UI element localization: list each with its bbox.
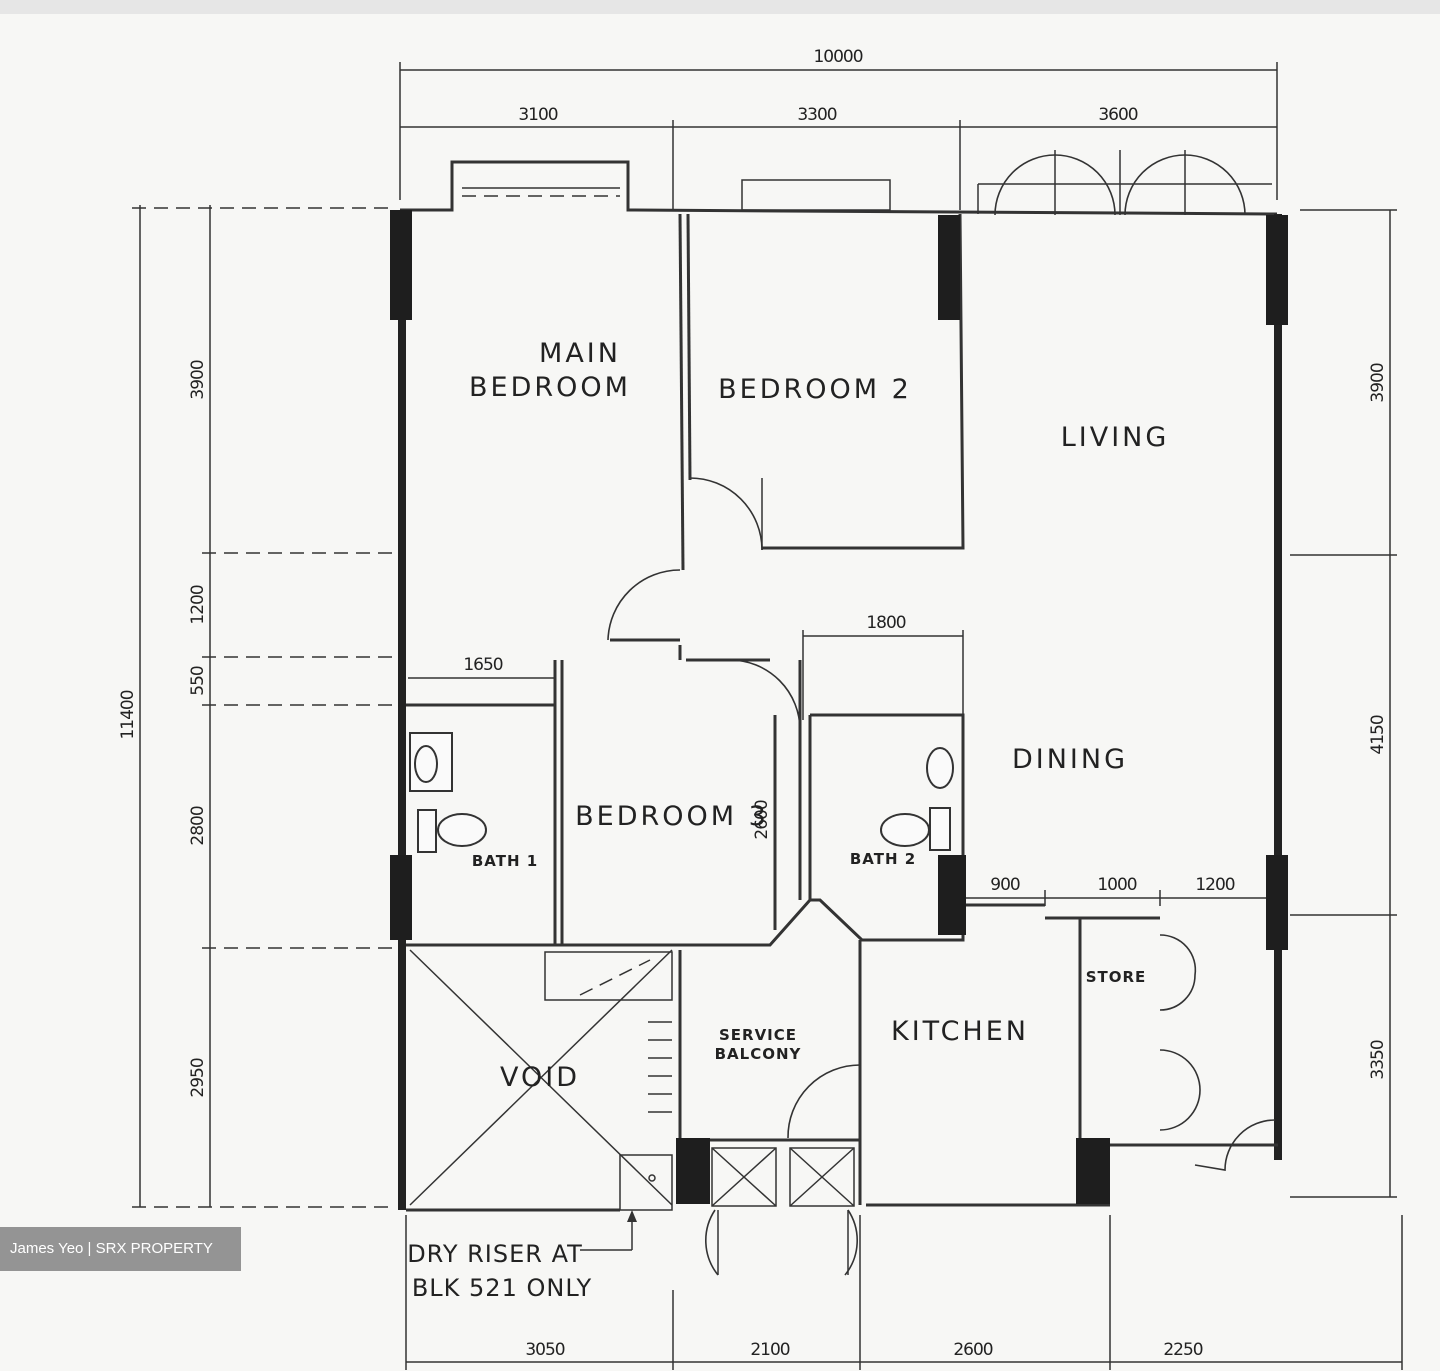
dim-kitchen-c: 1200 (1195, 875, 1234, 895)
dim-bottom-1: 3050 (525, 1340, 564, 1360)
bath1-toilet (417, 809, 437, 853)
dim-bedroom3-depth: 2600 (752, 800, 772, 839)
walls (398, 160, 1282, 1212)
label-living: LIVING (1061, 422, 1170, 453)
label-main-bedroom-1: MAIN (539, 338, 621, 369)
bath2-basin (926, 747, 954, 789)
dim-bottom-2: 2100 (750, 1340, 789, 1360)
label-main-bedroom-2: BEDROOM (469, 372, 631, 403)
label-void: VOID (500, 1062, 580, 1093)
top-strip (0, 0, 1440, 14)
dim-left-1: 3900 (188, 360, 208, 399)
columns (390, 210, 1288, 1204)
note-dry-riser-2: BLK 521 ONLY (412, 1274, 592, 1302)
dim-left-4: 2800 (188, 806, 208, 845)
bath-fixtures (409, 732, 954, 853)
dim-right-3: 3350 (1368, 1040, 1388, 1079)
dim-left-5: 2950 (188, 1058, 208, 1097)
dim-right-2: 4150 (1368, 715, 1388, 754)
note-dry-riser-1: DRY RISER AT (407, 1240, 583, 1268)
doors (607, 150, 1276, 1276)
label-kitchen: KITCHEN (891, 1016, 1029, 1047)
dim-dining-width: 1800 (866, 613, 905, 633)
label-store: STORE (1086, 968, 1147, 986)
dim-left-total: 11400 (118, 690, 138, 739)
dim-left-3: 550 (188, 666, 208, 696)
label-bedroom-2: BEDROOM 2 (718, 374, 912, 405)
dim-left-2: 1200 (188, 585, 208, 624)
label-service-balcony-1: SERVICE (719, 1026, 797, 1044)
dim-top-total: 10000 (813, 47, 862, 67)
top-dimensions (399, 62, 1278, 210)
watermark-badge: James Yeo | SRX PROPERTY (0, 1227, 241, 1271)
label-bath-1: BATH 1 (472, 852, 538, 870)
void-area (409, 949, 855, 1207)
label-bath-2: BATH 2 (850, 850, 916, 868)
dry-riser-pointer (580, 1210, 637, 1251)
label-bedroom-3: BEDROOM 3 (575, 801, 769, 832)
dim-bath1-width: 1650 (463, 655, 502, 675)
dim-kitchen-a: 900 (990, 875, 1020, 895)
label-dining: DINING (1012, 744, 1128, 775)
inner-dimensions (408, 630, 1280, 906)
bath2-toilet (929, 807, 951, 851)
dim-kitchen-b: 1000 (1097, 875, 1136, 895)
bottom-dimensions (405, 1215, 1403, 1370)
right-dimensions (1290, 209, 1397, 1198)
label-service-balcony-2: BALCONY (715, 1045, 802, 1063)
left-dimensions (132, 205, 395, 1208)
dim-top-3: 3600 (1098, 105, 1137, 125)
dim-bottom-3: 2600 (953, 1340, 992, 1360)
dim-right-1: 3900 (1368, 363, 1388, 402)
dim-top-2: 3300 (797, 105, 836, 125)
dim-bottom-4: 2250 (1163, 1340, 1202, 1360)
dim-top-1: 3100 (518, 105, 557, 125)
